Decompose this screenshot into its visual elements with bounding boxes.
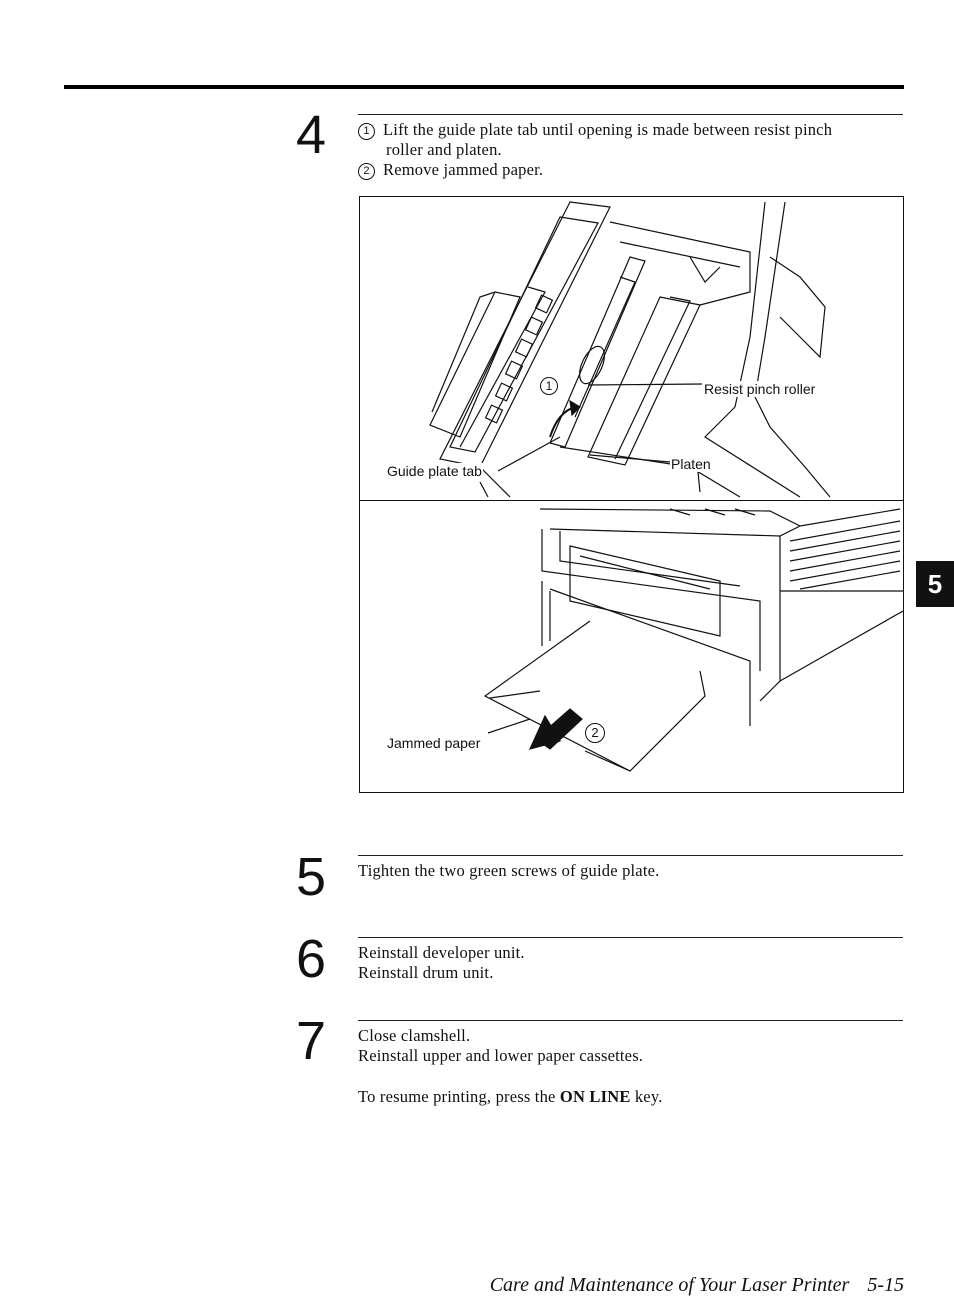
- step-6-line-2: Reinstall drum unit.: [358, 963, 494, 982]
- step-4-line-2: roller and platen.: [386, 140, 502, 159]
- page-footer: Care and Maintenance of Your Laser Print…: [490, 1274, 904, 1297]
- step-7-number: 7: [296, 1011, 327, 1071]
- on-line-key: ON LINE: [559, 1087, 631, 1106]
- resume-note: To resume printing, press the ON LINE ke…: [358, 1087, 663, 1107]
- resist-pinch-roller-label: Resist pinch roller: [703, 381, 817, 397]
- step-5-number: 5: [296, 847, 327, 907]
- top-rule: [64, 85, 904, 89]
- step-4-number: 4: [296, 105, 327, 165]
- step-6-text: Reinstall developer unit. Reinstall drum…: [358, 943, 525, 983]
- step-4-rule: [358, 114, 903, 115]
- step-7-line-2: Reinstall upper and lower paper cassette…: [358, 1046, 644, 1065]
- section-tab: 5: [916, 561, 954, 607]
- resume-suffix: key.: [634, 1087, 663, 1106]
- guide-plate-illustration: [429, 201, 831, 498]
- figure-guide-plate: 1 Resist pinch roller Platen Guide plate…: [359, 196, 904, 503]
- footer-title: Care and Maintenance of Your Laser Print…: [489, 1274, 850, 1296]
- step-6-number: 6: [296, 929, 327, 989]
- platen-label: Platen: [670, 456, 712, 472]
- callout-marker-2: 2: [585, 723, 605, 743]
- jammed-paper-label: Jammed paper: [386, 735, 482, 751]
- figure-jammed-paper: Jammed paper 2: [359, 500, 904, 793]
- page-number: 5-15: [867, 1274, 904, 1296]
- circled-1-marker: 1: [358, 123, 375, 140]
- circled-2-marker: 2: [358, 163, 375, 180]
- step-6-line-1: Reinstall developer unit.: [358, 943, 525, 962]
- step-7-rule: [358, 1020, 903, 1021]
- step-5-rule: [358, 855, 903, 856]
- step-6-rule: [358, 937, 903, 938]
- jammed-paper-illustration: [483, 508, 903, 772]
- step-5-line-1: Tighten the two green screws of guide pl…: [358, 861, 660, 880]
- step-7-text: Close clamshell. Reinstall upper and low…: [358, 1026, 643, 1066]
- step-7-line-1: Close clamshell.: [358, 1026, 471, 1045]
- resume-prefix: To resume printing, press the: [358, 1087, 556, 1106]
- guide-plate-tab-label: Guide plate tab: [386, 463, 483, 479]
- callout-marker-1: 1: [540, 377, 558, 395]
